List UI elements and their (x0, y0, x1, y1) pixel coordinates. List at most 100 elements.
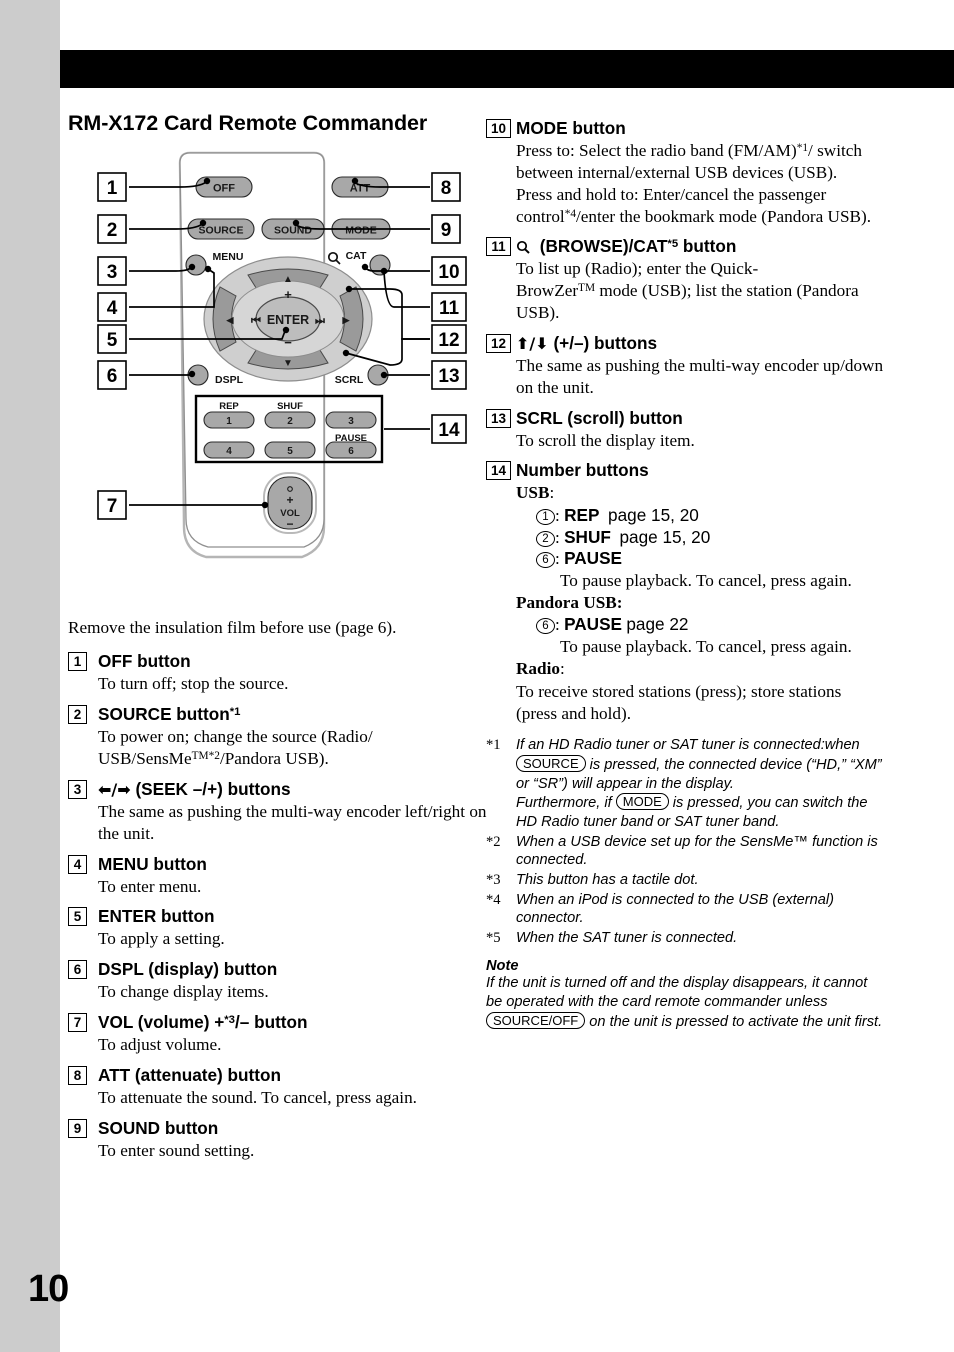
footnote-4-text: When an iPod is connected to the USB (ex… (516, 891, 834, 927)
entry-6-body: To change display items. (98, 982, 269, 1002)
entry-8-title: ATT (attenuate) button (98, 1064, 281, 1085)
svg-text:1: 1 (107, 178, 118, 199)
button-vol[interactable]: + VOL − (263, 472, 317, 535)
entry-4-number: 4 (68, 854, 87, 874)
entry-6: 6 DSPL (display) button To change displa… (68, 959, 488, 1003)
numpad-key-5[interactable]: 5 (264, 441, 316, 459)
svg-text:+: + (286, 493, 293, 507)
usb-item-6-label: PAUSE (564, 548, 623, 569)
left-column: RM-X172 Card Remote Commander .bt{fill:#… (68, 110, 488, 1171)
entry-11-number: 11 (486, 237, 511, 257)
entry-9-head: 9 SOUND button (68, 1118, 488, 1139)
numpad-key-3[interactable]: 3 (325, 411, 377, 429)
usb-item-1-label: REP (564, 504, 600, 525)
entry-7-body: To adjust volume. (98, 1035, 222, 1055)
circle-key-6-pandora: 6 (536, 618, 555, 635)
entry-14-title: Number buttons (516, 460, 649, 481)
entry-12: 12 ⬆/⬇ (+/–) buttons The same as pushing… (486, 333, 886, 399)
svg-text:6: 6 (107, 366, 118, 387)
entry-5-title: ENTER button (98, 906, 215, 927)
numpad-key-1[interactable]: 1 (203, 411, 255, 429)
footnote-3-mark: *3 (486, 871, 501, 888)
entry-7: 7 VOL (volume) +*3/– button To adjust vo… (68, 1012, 488, 1056)
svg-text:5: 5 (107, 330, 118, 351)
entry-6-head: 6 DSPL (display) button (68, 959, 488, 980)
pill-source: SOURCE (516, 754, 586, 772)
footnote-1-mark: *1 (486, 737, 501, 754)
svg-text:OFF: OFF (213, 183, 235, 195)
pandora-item-6-page: page 22 (626, 614, 689, 635)
footnote-5-mark: *5 (486, 929, 501, 946)
entry-12-title: (+/–) buttons (553, 332, 658, 353)
numpad-key-4[interactable]: 4 (203, 441, 255, 459)
entry-6-number: 6 (68, 960, 87, 980)
numpad-key-6[interactable]: 6 (325, 441, 377, 459)
lead-text: Remove the insulation film before use (p… (68, 618, 397, 638)
entry-2-number: 2 (68, 705, 87, 725)
callout-right-11: 11 (431, 292, 467, 322)
entry-1: 1 OFF button To turn off; stop the sourc… (68, 651, 488, 695)
callout-left-1: 1 (97, 172, 127, 202)
footnote-2-text: When a USB device set up for the SensMe™… (516, 833, 878, 869)
footnote-1-text: If an HD Radio tuner or SAT tuner is con… (516, 737, 882, 830)
entry-8-body: To attenuate the sound. To cancel, press… (98, 1087, 417, 1107)
numbuttons-usb-label: USB: (516, 483, 555, 503)
left-arrow-glyph: ◀ (226, 315, 235, 325)
entry-1-head: 1 OFF button (68, 651, 488, 672)
svg-text:2: 2 (107, 220, 118, 241)
plus-glyph: + (284, 287, 292, 302)
callout-left-7: 7 (97, 490, 127, 520)
minus-glyph: − (284, 335, 292, 350)
entry-4-title: MENU button (98, 853, 207, 874)
numbuttons-pandora-label: Pandora USB: (516, 593, 623, 613)
svg-text:SOURCE: SOURCE (199, 225, 244, 237)
entry-3-body: The same as pushing the multi-way encode… (98, 801, 487, 843)
pill-source-off: SOURCE/OFF (486, 1011, 586, 1029)
svg-text:4: 4 (107, 298, 118, 319)
numbuttons-radio-label: Radio: (516, 659, 565, 679)
footnote-5-text: When the SAT tuner is connected. (516, 929, 738, 946)
entry-8-number: 8 (68, 1065, 87, 1085)
header-black-bar (60, 50, 954, 88)
entry-14-number: 14 (486, 461, 511, 481)
svg-text:13: 13 (438, 366, 459, 387)
footnote-4-mark: *4 (486, 891, 501, 908)
numbuttons-radio-body: To receive stored stations (press); stor… (516, 681, 842, 723)
numpad-rep-label: REP (219, 401, 239, 412)
entry-2: 2 SOURCE button*1 To power on; change th… (68, 704, 488, 770)
numpad-key-2[interactable]: 2 (264, 411, 316, 429)
magnifier-icon (327, 252, 341, 265)
numbuttons-usb-item-2: 2: SHUF page 15, 20 (486, 527, 886, 549)
footnote-3-text: This button has a tactile dot. (516, 871, 699, 888)
footnote-5: *5 When the SAT tuner is connected. (486, 929, 886, 948)
page-title: RM-X172 Card Remote Commander (68, 111, 428, 135)
svg-text:3: 3 (348, 416, 354, 427)
svg-text:10: 10 (438, 262, 459, 283)
svg-text:7: 7 (107, 496, 118, 517)
numpad-shuf-label: SHUF (277, 401, 303, 412)
entry-2-head: 2 SOURCE button*1 (68, 704, 488, 725)
up-arrow-glyph: ▲ (283, 274, 293, 285)
svg-text:DSPL: DSPL (215, 374, 244, 386)
callout-left-5: 5 (97, 324, 127, 354)
entry-5-body: To apply a setting. (98, 929, 225, 949)
svg-text:12: 12 (438, 330, 459, 351)
callout-right-14: 14 (431, 414, 467, 444)
multi-way-dpad[interactable]: ENTER + − ▲ ▼ ◀ ▶ ⏮ ⏭ (203, 256, 373, 382)
entry-14: 14 Number buttons USB: 1: REP page 15, 2… (486, 460, 886, 725)
svg-text:8: 8 (441, 178, 452, 199)
number-pad[interactable]: REP SHUF PAUSE 1 2 3 (194, 394, 384, 464)
entry-9-body: To enter sound setting. (98, 1140, 255, 1160)
button-scrl[interactable]: SCRL (335, 364, 389, 386)
entry-3-number: 3 (68, 779, 87, 799)
entry-9: 9 SOUND button To enter sound setting. (68, 1118, 488, 1162)
entry-5: 5 ENTER button To apply a setting. (68, 906, 488, 950)
callout-right-9: 9 (431, 214, 461, 244)
svg-text:−: − (286, 517, 293, 531)
svg-text:CAT: CAT (346, 250, 367, 262)
button-source[interactable]: SOURCE (187, 218, 255, 240)
entry-13-title: SCRL (scroll) button (516, 407, 683, 428)
entry-3: 3 ⬅/➡ (SEEK –/+) buttons The same as pus… (68, 779, 488, 845)
entry-1-number: 1 (68, 652, 87, 672)
pandora-item-6-label: PAUSE (564, 614, 623, 635)
